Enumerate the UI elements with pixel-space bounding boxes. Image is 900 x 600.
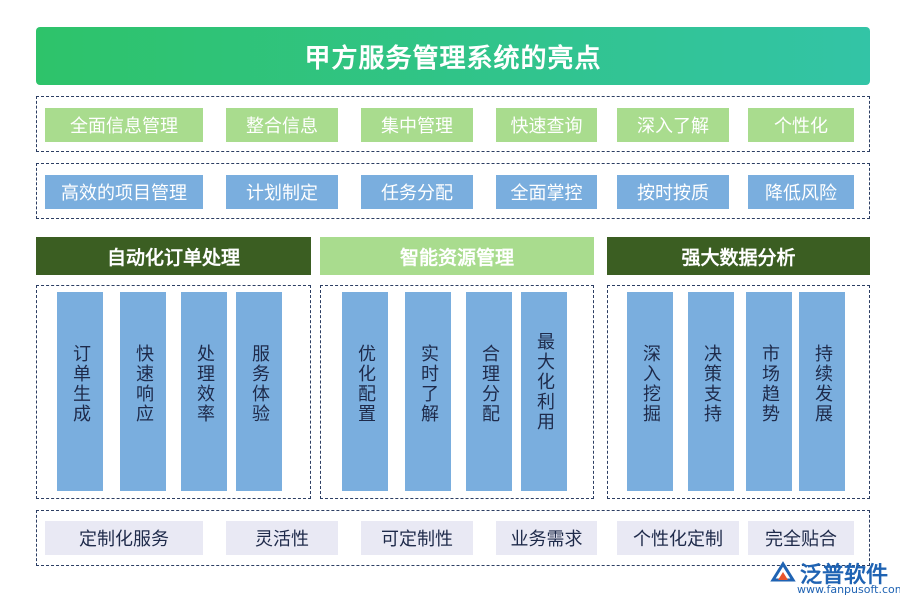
chip-full-control: 全面掌控 xyxy=(496,175,597,209)
chip-plan: 计划制定 xyxy=(226,175,338,209)
group-box-1 xyxy=(36,285,311,499)
column-item: 市场趋势 xyxy=(746,292,792,491)
feature-row-2: 高效的项目管理 计划制定 任务分配 全面掌控 按时按质 降低风险 xyxy=(36,163,870,219)
column-item: 持续发展 xyxy=(799,292,845,491)
category-order-automation: 自动化订单处理 xyxy=(36,237,311,275)
logo-url: www.fanpusoft.com xyxy=(797,583,900,596)
column-item: 订单生成 xyxy=(57,292,103,491)
chip-deep-understand: 深入了解 xyxy=(617,108,729,142)
logo-icon xyxy=(770,561,796,582)
chip-personalize: 个性化 xyxy=(748,108,854,142)
column-item: 快速响应 xyxy=(120,292,166,491)
column-item: 优化配置 xyxy=(342,292,388,491)
column-item: 深入挖掘 xyxy=(627,292,673,491)
chip-integrate-info: 整合信息 xyxy=(226,108,338,142)
column-item: 合理分配 xyxy=(466,292,512,491)
chip-full-fit: 完全贴合 xyxy=(748,521,854,555)
column-item: 决策支持 xyxy=(688,292,734,491)
chip-customizable: 可定制性 xyxy=(361,521,473,555)
category-resource-manage: 智能资源管理 xyxy=(320,237,594,275)
chip-project-manage: 高效的项目管理 xyxy=(45,175,203,209)
chip-quick-query: 快速查询 xyxy=(496,108,597,142)
chip-central-manage: 集中管理 xyxy=(361,108,473,142)
logo-name: 泛普软件 xyxy=(800,563,889,588)
group-box-3 xyxy=(607,285,870,499)
feature-row-bottom: 定制化服务 灵活性 可定制性 业务需求 个性化定制 完全贴合 xyxy=(36,510,870,566)
column-item: 处理效率 xyxy=(181,292,227,491)
chip-custom-service: 定制化服务 xyxy=(45,521,203,555)
group-box-2 xyxy=(320,285,594,499)
page-title: 甲方服务管理系统的亮点 xyxy=(36,27,870,85)
chip-task-assign: 任务分配 xyxy=(361,175,473,209)
feature-row-1: 全面信息管理 整合信息 集中管理 快速查询 深入了解 个性化 xyxy=(36,96,870,152)
chip-full-info: 全面信息管理 xyxy=(45,108,203,142)
column-item: 实时了解 xyxy=(405,292,451,491)
column-item: 服务体验 xyxy=(236,292,282,491)
chip-reduce-risk: 降低风险 xyxy=(748,175,854,209)
brand-logo: 泛普软件 xyxy=(770,553,888,593)
category-data-analysis: 强大数据分析 xyxy=(607,237,870,275)
column-item: 最大化利用 xyxy=(521,292,567,491)
chip-on-time: 按时按质 xyxy=(617,175,729,209)
chip-personal-custom: 个性化定制 xyxy=(617,521,739,555)
chip-business-needs: 业务需求 xyxy=(496,521,597,555)
chip-flexibility: 灵活性 xyxy=(226,521,338,555)
